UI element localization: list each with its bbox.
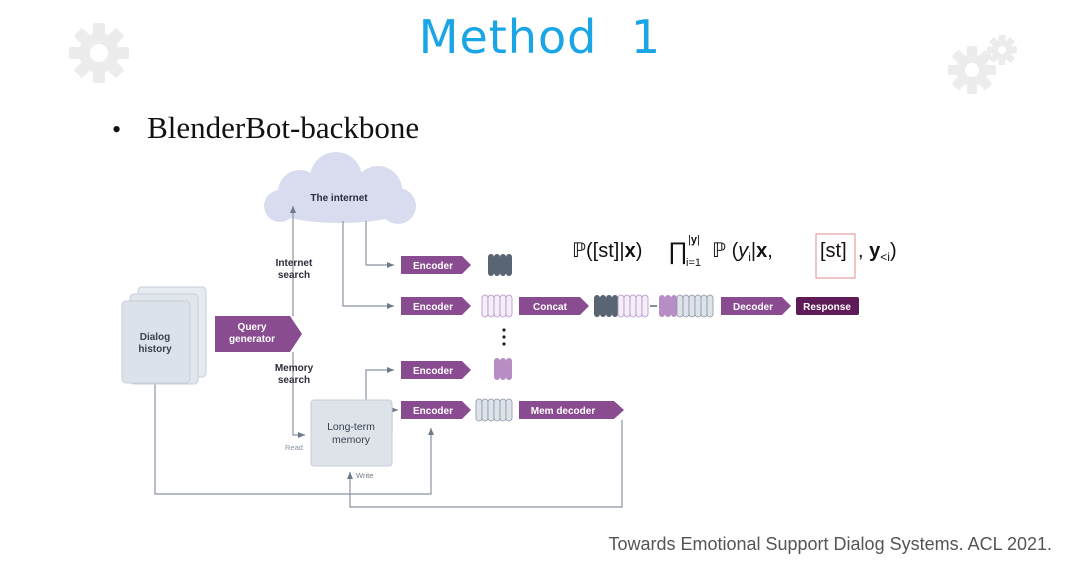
vertical-ellipsis — [502, 328, 506, 346]
write-label: Write — [356, 471, 373, 480]
token-stack-mem-encoder — [475, 398, 513, 422]
memory-search-label-1: Memory — [275, 363, 314, 374]
token-stack-internet-1 — [488, 254, 512, 276]
bullet-point: • BlenderBot-backbone — [112, 110, 419, 146]
encoder-label-4: Encoder — [413, 406, 453, 417]
svg-text:ℙ([st]|x): ℙ([st]|x) — [572, 240, 642, 262]
encoder-block-3 — [401, 361, 471, 379]
probability-formula: ℙ([st]|x) ∏ |y| i=1 ℙ (yi|x, [st] , y<i) — [572, 234, 897, 269]
svg-text:∏: ∏ — [668, 238, 688, 265]
query-generator-label-2: generator — [229, 334, 275, 345]
svg-text:ℙ (yi|x,: ℙ (yi|x, — [712, 240, 773, 264]
dialog-history-label-2: history — [138, 344, 172, 355]
encoder-block-4 — [401, 401, 471, 419]
token-stack-dialog — [481, 294, 513, 318]
internet-search-label-1: Internet — [276, 258, 313, 269]
long-term-memory-label-2: memory — [332, 434, 371, 446]
decoder-label: Decoder — [733, 302, 773, 313]
svg-text:, y<i): , y<i) — [858, 240, 897, 264]
dialog-history-label-1: Dialog — [140, 332, 171, 343]
internet-cloud — [264, 152, 416, 224]
encoder-label-2: Encoder — [413, 302, 453, 313]
svg-text:i=1: i=1 — [686, 257, 701, 269]
slide-title: Method 1 — [418, 10, 662, 64]
bullet-dot: • — [112, 115, 122, 144]
dialog-history-box — [121, 286, 207, 385]
gears-icon-right — [948, 35, 1017, 94]
long-term-memory-label-1: Long-term — [327, 421, 375, 433]
query-generator-label-1: Query — [238, 322, 267, 333]
svg-text:|y|: |y| — [688, 234, 700, 246]
concat-block — [519, 297, 589, 315]
query-generator-block — [215, 316, 302, 352]
internet-search-label-2: search — [278, 270, 310, 281]
concat-label: Concat — [533, 302, 568, 313]
response-label: Response — [803, 302, 851, 313]
encoder-block-2 — [401, 297, 471, 315]
read-label: Read — [285, 443, 303, 452]
encoder-label-1: Encoder — [413, 261, 453, 272]
bullet-text: BlenderBot-backbone — [147, 110, 420, 145]
concat-token-sequence — [594, 294, 714, 318]
response-block — [796, 297, 859, 315]
citation: Towards Emotional Support Dialog Systems… — [608, 534, 1052, 554]
mem-decoder-label: Mem decoder — [531, 406, 596, 417]
st-highlight-box — [815, 233, 856, 279]
memory-search-label-2: search — [278, 375, 310, 386]
encoder-block-1 — [401, 256, 471, 274]
decoder-block — [721, 297, 791, 315]
mem-decoder-block — [519, 401, 624, 419]
gear-icon-left — [69, 23, 129, 83]
svg-text:[st]: [st] — [820, 240, 847, 262]
token-stack-memory — [494, 358, 512, 380]
encoder-label-3: Encoder — [413, 366, 453, 377]
cloud-label: The internet — [310, 193, 368, 204]
long-term-memory-box — [310, 399, 393, 467]
